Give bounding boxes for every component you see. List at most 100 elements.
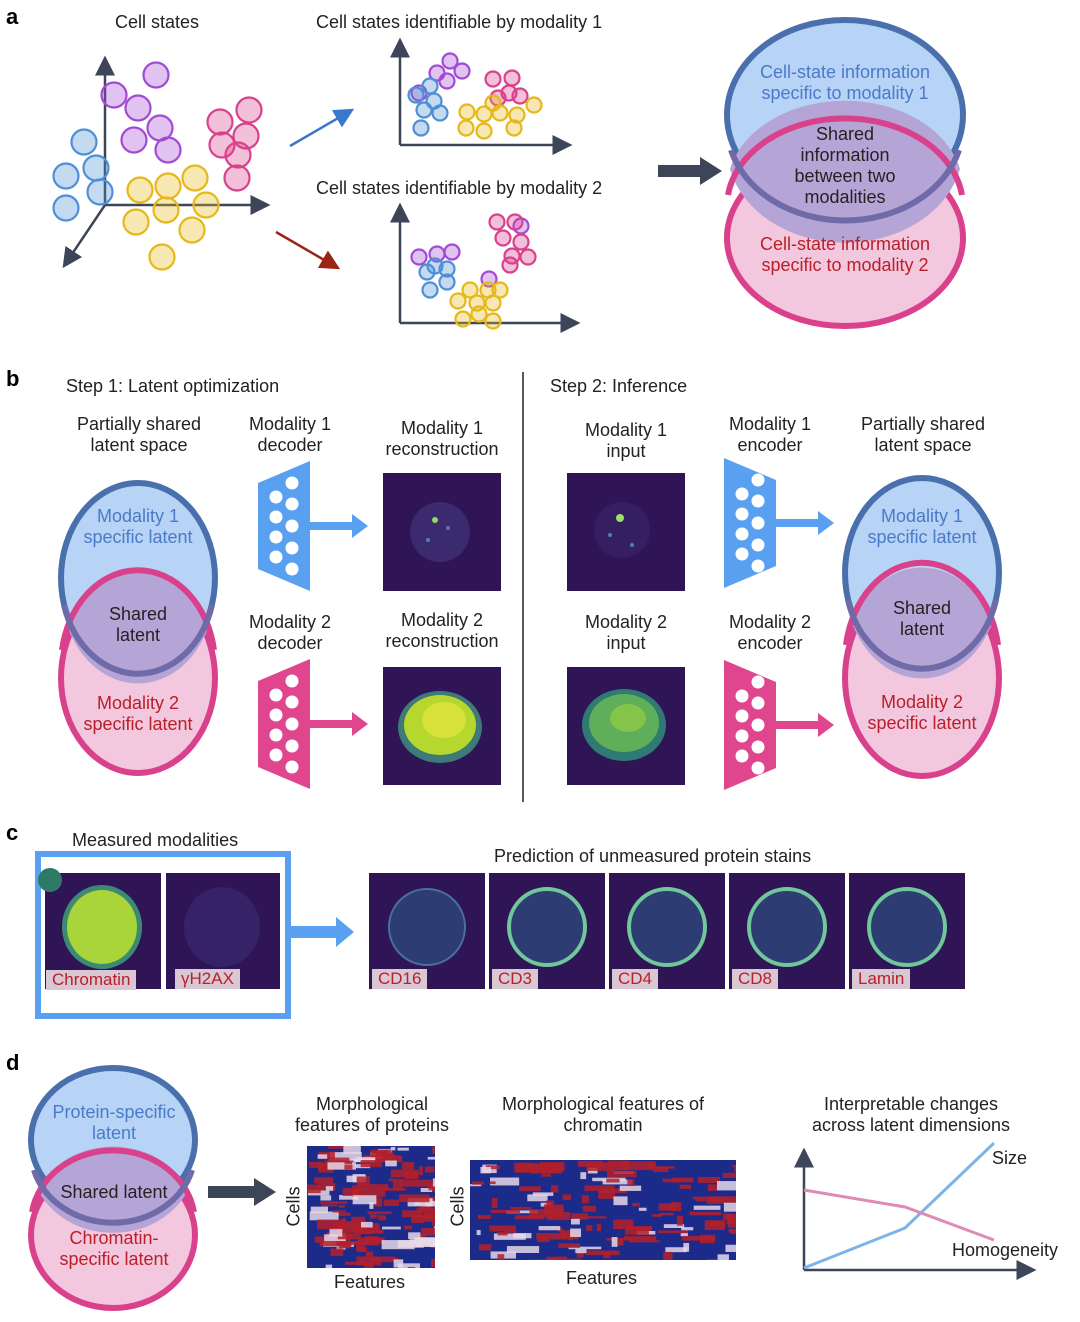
heatmap-cell	[407, 1266, 416, 1268]
neuron-dot	[735, 689, 749, 703]
heatmap-cell	[538, 1226, 561, 1231]
heatmap-cell	[490, 1209, 521, 1213]
neuron-dot	[735, 527, 749, 541]
heatmap-cell	[402, 1210, 422, 1218]
heatmap-cell	[617, 1225, 622, 1229]
heatmap-cell	[638, 1207, 647, 1211]
modality2-scatter-dots	[410, 213, 537, 330]
decoder-shape	[258, 461, 310, 591]
cell-dot	[223, 164, 251, 192]
heatmap-cell	[575, 1249, 587, 1254]
neuron-dot	[751, 516, 765, 530]
flow-arrow	[310, 514, 368, 538]
flow-arrow	[776, 511, 834, 535]
cell-dot	[475, 122, 493, 140]
cell-dot	[178, 216, 206, 244]
cell-dot	[441, 52, 459, 70]
heatmap-cell	[382, 1188, 406, 1191]
heatmap-cell	[697, 1176, 720, 1183]
heatmap-cell	[493, 1233, 526, 1240]
heatmap-cell	[352, 1188, 386, 1197]
heatmap-cell	[385, 1160, 397, 1167]
heatmap-cell	[571, 1213, 589, 1220]
heatmap-cell	[704, 1220, 726, 1231]
neuron-dot	[735, 729, 749, 743]
neuron-dot	[285, 695, 299, 709]
heatmap-cell	[549, 1258, 582, 1260]
cell-dot	[454, 310, 472, 328]
heatmap-cell	[586, 1163, 615, 1171]
heatmap-cell	[620, 1161, 654, 1171]
heatmap-cell	[576, 1252, 584, 1258]
neuron-dot	[285, 541, 299, 555]
heatmap-cell	[360, 1160, 383, 1168]
neuron-dot	[751, 494, 765, 508]
neuron-dot	[269, 530, 283, 544]
predicted-nucleus	[747, 887, 827, 967]
cell-dot	[154, 136, 182, 164]
neuron-dot	[751, 761, 765, 775]
heatmap-cell	[497, 1254, 505, 1260]
heatmap-cell	[319, 1241, 352, 1247]
heatmap-cell	[397, 1147, 409, 1151]
right-venn-top-text: Modality 1 specific latent	[867, 506, 977, 547]
heatmap-cell	[314, 1236, 333, 1243]
heatmap-cell	[336, 1212, 351, 1216]
cell-dot	[86, 178, 114, 206]
heatmap-cell	[562, 1194, 572, 1200]
heatmap-cell	[400, 1179, 433, 1187]
heatmap-cell	[706, 1258, 724, 1260]
measured-to-predicted-arrow	[290, 917, 354, 947]
cell-dot	[438, 260, 456, 278]
feature-heatmaps	[307, 1146, 736, 1268]
neuron-dot	[285, 760, 299, 774]
heatmap-cell	[338, 1204, 345, 1208]
cell-dot	[491, 281, 509, 299]
heatmap-cell	[390, 1146, 396, 1151]
heatmap-cell	[314, 1177, 334, 1184]
predicted-tag-cd3: CD3	[492, 969, 539, 989]
heatmap-cell	[570, 1218, 580, 1225]
heatmap-cell	[359, 1184, 389, 1190]
heatmap-cell	[343, 1146, 361, 1154]
heatmap-cell	[527, 1194, 548, 1202]
cell-dot	[508, 106, 526, 124]
network-glyphs	[258, 458, 834, 790]
panel-d-venn	[28, 1065, 198, 1311]
cell-dot	[412, 119, 430, 137]
neuron-dot	[285, 519, 299, 533]
heatmap-cell	[378, 1215, 386, 1221]
heatmap-cell	[597, 1162, 627, 1165]
cell-dot	[488, 213, 506, 231]
heatmap-cell	[472, 1181, 484, 1185]
heatmap-cell	[659, 1212, 674, 1216]
heatmap-cell	[600, 1188, 627, 1194]
neuron-dot	[735, 507, 749, 521]
cell-dot	[148, 243, 176, 271]
neuron-dot	[285, 739, 299, 753]
mod2-encoder-label: Modality 2 encoder	[728, 612, 812, 653]
big-arrow-to-venn	[658, 157, 722, 185]
heatmap-cell	[329, 1152, 362, 1162]
left-partially-shared-label: Partially shared latent space	[76, 414, 202, 455]
heatmap-cell	[606, 1170, 637, 1178]
heatmap-cell	[585, 1250, 620, 1256]
heatmap-cell	[325, 1186, 334, 1191]
heatmap-cell	[580, 1216, 607, 1219]
heatmap-cell	[679, 1184, 692, 1189]
heatmap-cell	[506, 1210, 538, 1214]
heatmap-cell	[627, 1179, 635, 1187]
heatmap-cell	[480, 1166, 492, 1174]
heatmap-cell	[432, 1178, 435, 1187]
heatmap-cell	[393, 1259, 404, 1268]
right-partially-shared-label: Partially shared latent space	[860, 414, 986, 455]
size-series-line	[803, 1141, 996, 1270]
heatmap-cell	[541, 1173, 551, 1177]
heatmap-cell	[478, 1244, 492, 1251]
cell-dot	[525, 96, 543, 114]
mod1-recon-label: Modality 1 reconstruction	[385, 418, 499, 459]
homogeneity-label: Homogeneity	[952, 1240, 1059, 1260]
panel-label-b: b	[6, 366, 20, 391]
left-venn-bottom-text: Modality 2 specific latent	[83, 693, 193, 734]
heatmap-cell	[390, 1169, 419, 1178]
